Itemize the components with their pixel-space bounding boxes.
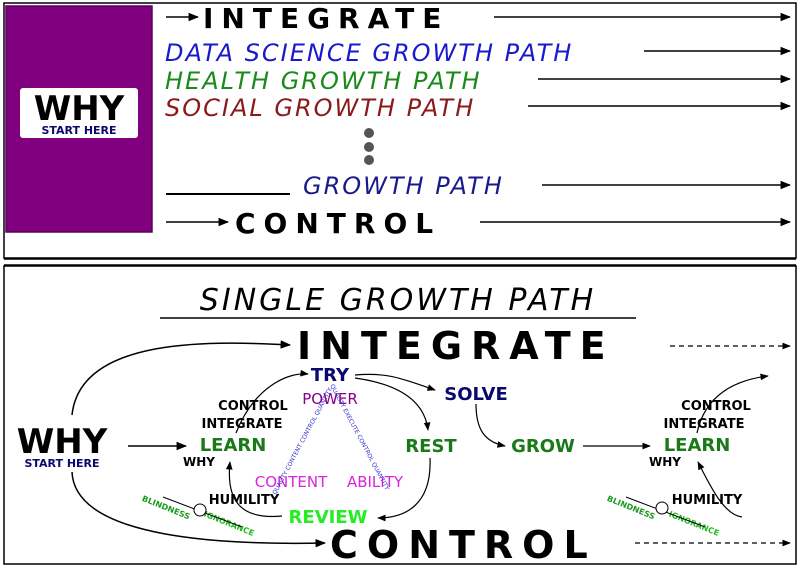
cycle-learn-label: LEARN — [200, 435, 267, 456]
why-to-control-arrow — [71, 471, 327, 548]
grow-label: GROW — [511, 436, 575, 457]
rest-to-review-arrow — [377, 457, 431, 522]
review-to-learn-arc — [225, 461, 283, 518]
cycle2-learn-label: LEARN — [664, 435, 731, 456]
cycle-control-label: CONTROL — [218, 399, 288, 414]
integrate-bottom: INTEGRATE — [297, 324, 615, 368]
why-to-integrate-arrow — [71, 340, 292, 416]
try-to-solve-arrow — [354, 373, 436, 391]
learn-to-try-arc — [235, 369, 309, 434]
cycle2-humility-label: HUMILITY — [672, 493, 743, 508]
single-growth-title: SINGLE GROWTH PATH — [200, 283, 596, 318]
content-label: CONTENT — [255, 473, 328, 491]
top-panel-frame — [3, 2, 797, 259]
cycle-why-label: WHY — [183, 455, 215, 469]
why-badge — [20, 88, 138, 138]
cycle2-up-arc — [696, 373, 769, 434]
solve-to-grow-arrow — [475, 403, 506, 448]
cycle-ignorance-label: IGNORANCE — [202, 510, 255, 538]
try-to-rest-arrow — [354, 377, 431, 431]
why-bottom-label: WHY — [17, 422, 108, 462]
ellipsis-dot — [364, 142, 374, 152]
power-label: POWER — [302, 390, 358, 408]
cycle2-down-arc — [697, 461, 743, 518]
cycle2-why-label: WHY — [649, 455, 681, 469]
cycle2-control-label: CONTROL — [681, 399, 751, 414]
path-data-science: DATA SCIENCE GROWTH PATH — [165, 39, 573, 67]
bottom-panel-frame — [3, 265, 797, 565]
try-label: TRY — [311, 365, 350, 386]
start-here-top: START HERE — [41, 124, 116, 137]
growth-path-generic: GROWTH PATH — [303, 172, 504, 200]
ellipsis-dot — [364, 155, 374, 165]
solve-label: SOLVE — [444, 384, 507, 405]
path-social: SOCIAL GROWTH PATH — [165, 94, 475, 122]
why-top-label: WHY — [34, 89, 125, 129]
integrate-top: INTEGRATE — [203, 2, 449, 35]
start-here-bottom: START HERE — [24, 457, 99, 470]
review-label: REVIEW — [289, 507, 368, 528]
cycle2-ignorance-label: IGNORANCE — [667, 510, 720, 538]
cycle-integrate-label: INTEGRATE — [202, 417, 283, 432]
path-health: HEALTH GROWTH PATH — [165, 67, 482, 95]
control-top: CONTROL — [235, 207, 441, 240]
rest-label: REST — [405, 436, 457, 457]
ellipsis-dot — [364, 128, 374, 138]
balance-pivot — [193, 503, 207, 517]
ability-label: ABILITY — [347, 473, 404, 491]
cycle-humility-label: HUMILITY — [209, 493, 280, 508]
control-bottom: CONTROL — [330, 523, 597, 567]
cycle2-blindness-label: BLINDNESS — [606, 494, 657, 521]
cycle2-integrate-label: INTEGRATE — [664, 417, 745, 432]
balance-pivot — [655, 501, 669, 515]
